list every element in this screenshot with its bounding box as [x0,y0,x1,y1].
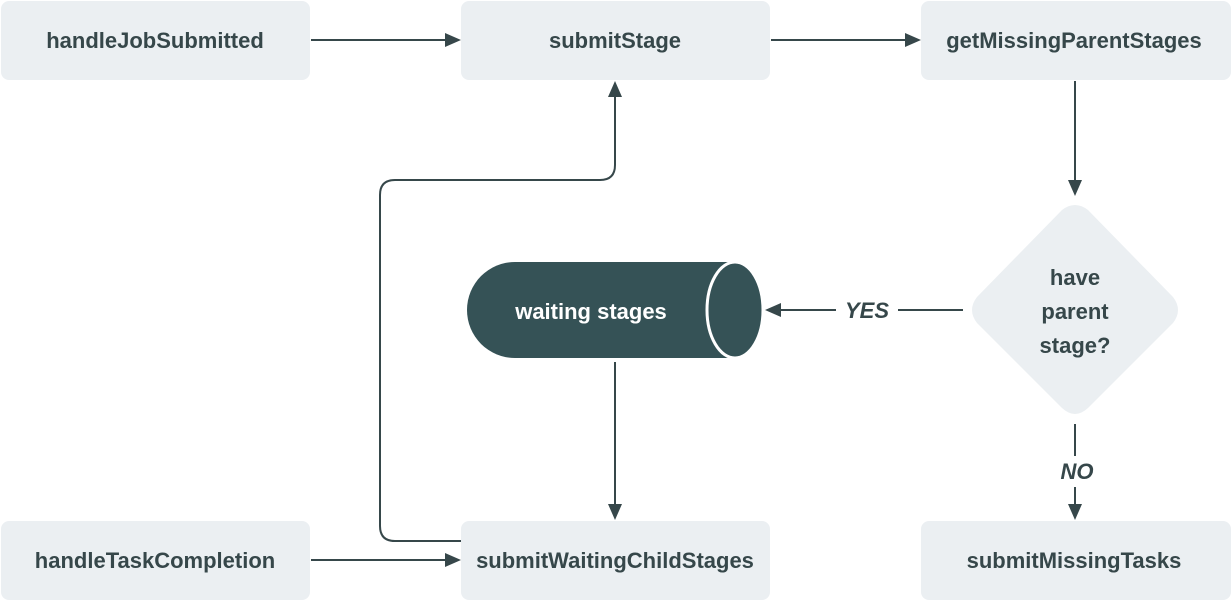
arrowhead [608,504,622,520]
label-decision-line-3: stage? [1040,333,1111,358]
arrowhead [445,553,461,567]
arrowhead [765,303,781,317]
arrowhead [905,33,921,47]
node-handle-task-completion [1,521,310,600]
node-submit-waiting-child-stages [461,521,770,600]
queue-body [467,262,735,358]
node-submit-missing-tasks [921,521,1231,600]
label-waiting-stages: waiting stages [514,299,667,324]
label-handle-task-completion: handleTaskCompletion [35,548,275,573]
label-submit-missing-tasks: submitMissingTasks [967,548,1182,573]
node-have-parent-stage-diamond [972,205,1178,414]
label-submit-waiting-child-stages: submitWaitingChildStages [476,548,754,573]
arrowhead [1068,180,1082,196]
label-get-missing-parent-stages: getMissingParentStages [946,28,1202,53]
queue-cap [705,260,765,360]
arrowhead [1068,504,1082,520]
label-decision-line-1: have [1050,265,1100,290]
edge-label-yes: YES [845,298,889,323]
node-submit-stage [461,1,770,80]
label-handle-job-submitted: handleJobSubmitted [46,28,264,53]
edge-label-no: NO [1061,459,1094,484]
arrowhead [608,81,622,97]
node-get-missing-parent-stages [921,1,1231,80]
label-submit-stage: submitStage [549,28,681,53]
label-decision-line-2: parent [1041,299,1109,324]
waiting-stages-queue [467,260,765,360]
node-handle-job-submitted [1,1,310,80]
edge-submit-waiting-loop-to-submit-stage [379,96,616,542]
arrowhead [445,33,461,47]
